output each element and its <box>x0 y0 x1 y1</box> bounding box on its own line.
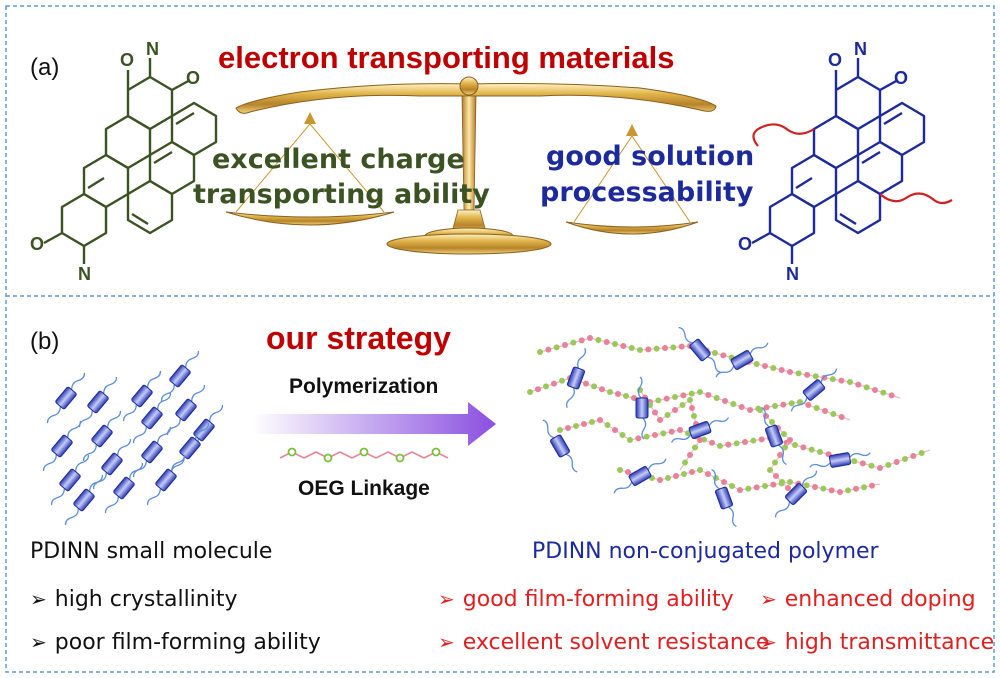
atom-o: O <box>30 234 44 254</box>
pdinn-rod-icon <box>82 410 122 462</box>
atom-o: O <box>894 68 908 88</box>
panel-b-title: our strategy <box>266 320 451 356</box>
point-high-crystallinity: ➢high crystallinity <box>30 587 238 612</box>
pdinn-rod-icon <box>635 376 649 440</box>
pdinn-rod-icon <box>146 454 186 506</box>
pdinn-rod-icon <box>613 458 667 494</box>
atom-o: O <box>738 234 752 254</box>
pdinn-molecule-green-atoms: O N O O N <box>30 39 200 284</box>
oeg-linkage-label: OEG Linkage <box>298 477 430 500</box>
pdinn-rod-icon <box>809 452 871 468</box>
bullet-arrow-icon: ➢ <box>760 630 777 654</box>
pdinn-rod-icon <box>542 419 578 473</box>
atom-n: N <box>786 264 799 284</box>
atom-n: N <box>854 39 867 59</box>
point-good-film-forming: ➢good film-forming ability <box>438 587 734 612</box>
pdinn-rod-icon <box>122 370 162 422</box>
pdinn-rod-icon <box>104 462 144 514</box>
bullet-arrow-icon: ➢ <box>30 630 47 654</box>
polymerization-arrow-icon <box>252 402 496 446</box>
pdinn-molecule-blue-icon <box>751 58 926 264</box>
point-enhanced-doping: ➢enhanced doping <box>760 587 976 612</box>
point-poor-film-forming: ➢poor film-forming ability <box>30 630 321 655</box>
bullet-arrow-icon: ➢ <box>30 587 47 611</box>
bullet-arrow-icon: ➢ <box>760 587 777 611</box>
pdinn-rod-icon <box>50 454 90 506</box>
atom-n: N <box>78 264 91 284</box>
pdinn-rod-icon <box>670 417 730 443</box>
panel-b-label: (b) <box>30 328 60 355</box>
pdinn-rod-icon <box>42 420 82 472</box>
right-property-line-1: good solution <box>546 141 755 172</box>
polymer-caption: PDINN non-conjugated polymer <box>532 539 879 564</box>
right-property-line-2: processability <box>540 177 754 208</box>
small-molecule-caption: PDINN small molecule <box>30 539 273 564</box>
point-high-transmittance: ➢high transmittance <box>760 630 995 655</box>
pdinn-rod-icon <box>132 392 172 444</box>
left-property-line-1: excellent charge <box>212 144 465 175</box>
polymer-network-icon <box>527 326 931 528</box>
pdinn-rod-icon <box>678 326 722 374</box>
pdinn-rod-icon <box>160 350 200 402</box>
pdinn-molecule-green-icon <box>43 58 218 264</box>
bullet-arrow-icon: ➢ <box>438 587 455 611</box>
pdinn-rod-icon <box>46 372 86 424</box>
side-chain-icon <box>752 123 953 205</box>
pdinn-rod-icon <box>715 342 769 378</box>
point-solvent-resistance: ➢excellent solvent resistance <box>438 630 770 655</box>
panel-a-title: electron transporting materials <box>218 40 675 75</box>
atom-o: O <box>120 50 134 70</box>
panel-a-label: (a) <box>30 54 60 81</box>
atom-n: N <box>146 39 159 59</box>
atom-o: O <box>186 68 200 88</box>
oeg-linkage-icon <box>279 447 449 463</box>
pdinn-rod-icon <box>565 347 587 409</box>
pdinn-rod-icon <box>711 468 737 528</box>
pdinn-rod-icon <box>64 474 104 526</box>
polymerization-label: Polymerization <box>289 375 439 398</box>
outer-border <box>5 5 995 673</box>
pdinn-rod-icon <box>132 426 172 478</box>
balance-scale-icon <box>225 76 717 255</box>
atom-o: O <box>828 50 842 70</box>
small-molecule-cluster-icon <box>42 350 224 526</box>
pdinn-rod-icon <box>774 470 818 518</box>
pdinn-rod-icon <box>761 406 787 466</box>
pdinn-molecule-blue-atoms: O N O O N <box>738 39 908 284</box>
pdinn-rod-icon <box>790 368 838 412</box>
bullet-arrow-icon: ➢ <box>438 630 455 654</box>
left-property-line-2: transporting ability <box>193 179 490 210</box>
